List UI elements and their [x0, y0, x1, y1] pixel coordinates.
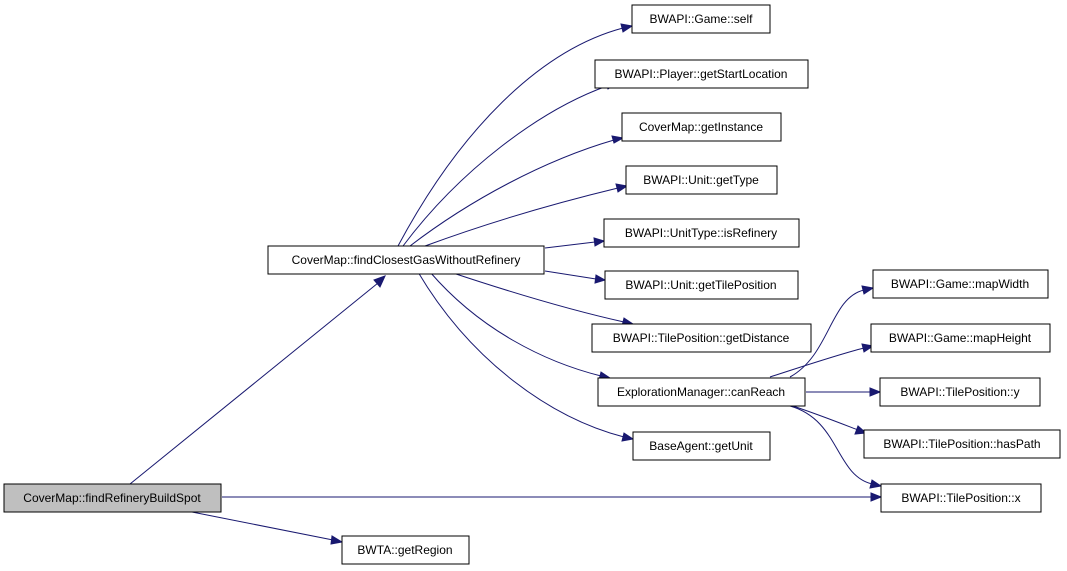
node-label: BWAPI::TilePosition::x — [901, 491, 1020, 505]
node-label: BWAPI::Player::getStartLocation — [615, 67, 788, 81]
node-box — [632, 431, 771, 461]
node-label: CoverMap::findClosestGasWithoutRefinery — [292, 253, 521, 267]
edge-findclosestgas-unitgettype — [424, 187, 619, 247]
node-box — [879, 377, 1041, 407]
node-label: BWAPI::Unit::getType — [643, 173, 759, 187]
node-label: BWAPI::TilePosition::getDistance — [613, 331, 790, 345]
node-box — [597, 377, 806, 407]
node-label: BWAPI::Game::mapWidth — [891, 277, 1029, 291]
node-tileposition-x[interactable]: BWAPI::TilePosition::x — [880, 483, 1042, 513]
edge-arrow — [870, 492, 883, 502]
node-box — [594, 59, 809, 89]
node-label: BWAPI::Unit::getTilePosition — [625, 278, 776, 292]
edge-arrow — [615, 183, 629, 193]
node-unit-gettileposition[interactable]: BWAPI::Unit::getTilePosition — [604, 270, 799, 300]
edge-canreach-haspath — [789, 404, 859, 431]
edge-findclosestgas-getinstance — [409, 139, 615, 247]
edge-arrow — [861, 285, 875, 295]
node-box — [591, 323, 812, 353]
node-tileposition-getdistance[interactable]: BWAPI::TilePosition::getDistance — [591, 323, 812, 353]
node-label: CoverMap::findRefineryBuildSpot — [23, 491, 201, 505]
edge-arrow — [593, 237, 606, 247]
node-box — [631, 4, 771, 34]
edge-arrow — [621, 432, 635, 442]
edge-findclosestgas-isrefinery — [544, 241, 596, 249]
node-label: BWAPI::UnitType::isRefinery — [625, 226, 777, 240]
node-label: ExplorationManager::canReach — [617, 385, 785, 399]
edge-arrow — [869, 479, 883, 489]
edge-arrow — [854, 425, 868, 435]
node-box — [604, 270, 799, 300]
node-baseagent-getunit[interactable]: BaseAgent::getUnit — [632, 431, 771, 461]
node-box — [872, 269, 1049, 299]
node-label: CoverMap::getInstance — [639, 120, 763, 134]
node-player-getstartlocation[interactable]: BWAPI::Player::getStartLocation — [594, 59, 809, 89]
node-label: BWAPI::TilePosition::hasPath — [883, 437, 1040, 451]
edge-findrefinerybuildspot-findclosestgas — [129, 282, 379, 485]
node-unittype-isrefinery[interactable]: BWAPI::UnitType::isRefinery — [603, 218, 800, 248]
node-box — [3, 483, 222, 513]
node-box — [625, 165, 778, 195]
node-game-self[interactable]: BWAPI::Game::self — [631, 4, 771, 34]
edge-arrow — [611, 135, 625, 144]
node-box — [870, 323, 1051, 353]
node-label: BWAPI::Game::self — [650, 12, 754, 26]
node-label: BWTA::getRegion — [357, 543, 452, 557]
node-label: BWAPI::Game::mapHeight — [889, 331, 1032, 345]
node-label: BWAPI::TilePosition::y — [900, 385, 1019, 399]
edge-findclosestgas-getunit — [417, 271, 625, 438]
node-covermap-getinstance[interactable]: CoverMap::getInstance — [621, 112, 782, 142]
node-label: BaseAgent::getUnit — [649, 439, 753, 453]
edge-canreach-tpx — [789, 405, 873, 485]
node-tileposition-haspath[interactable]: BWAPI::TilePosition::hasPath — [863, 429, 1061, 459]
edge-arrow — [861, 343, 875, 353]
node-box — [603, 218, 800, 248]
edge-findclosestgas-getstartlocation — [402, 85, 608, 247]
edge-arrow — [373, 275, 386, 288]
edge-arrow — [594, 274, 607, 284]
edge-arrow — [330, 535, 344, 545]
edge-canreach-mapheight — [769, 347, 865, 378]
edge-findclosestgas-canreach — [429, 271, 602, 377]
node-box — [863, 429, 1061, 459]
node-box — [621, 112, 782, 142]
node-bwta-getregion[interactable]: BWTA::getRegion — [341, 535, 470, 565]
node-findrefinerybuildspot[interactable]: CoverMap::findRefineryBuildSpot — [3, 483, 222, 513]
node-tileposition-y[interactable]: BWAPI::TilePosition::y — [879, 377, 1041, 407]
node-unit-gettype[interactable]: BWAPI::Unit::getType — [625, 165, 778, 195]
node-box — [341, 535, 470, 565]
edge-canreach-mapwidth — [789, 289, 865, 378]
node-box — [880, 483, 1042, 513]
node-box — [267, 245, 545, 275]
node-game-mapwidth[interactable]: BWAPI::Game::mapWidth — [872, 269, 1049, 299]
edge-findclosestgas-gettileposition — [544, 270, 597, 280]
edge-findclosestgas-getdistance — [449, 271, 625, 323]
edge-findrefinerybuildspot-getregion — [191, 511, 334, 541]
edge-arrow — [620, 23, 634, 33]
node-game-mapheight[interactable]: BWAPI::Game::mapHeight — [870, 323, 1051, 353]
edge-arrow — [869, 387, 882, 397]
node-findclosestgaswithoutrefinery[interactable]: CoverMap::findClosestGasWithoutRefinery — [267, 245, 545, 275]
edge-findclosestgas-gameself — [397, 27, 624, 247]
node-explorationmanager-canreach[interactable]: ExplorationManager::canReach — [597, 377, 806, 407]
